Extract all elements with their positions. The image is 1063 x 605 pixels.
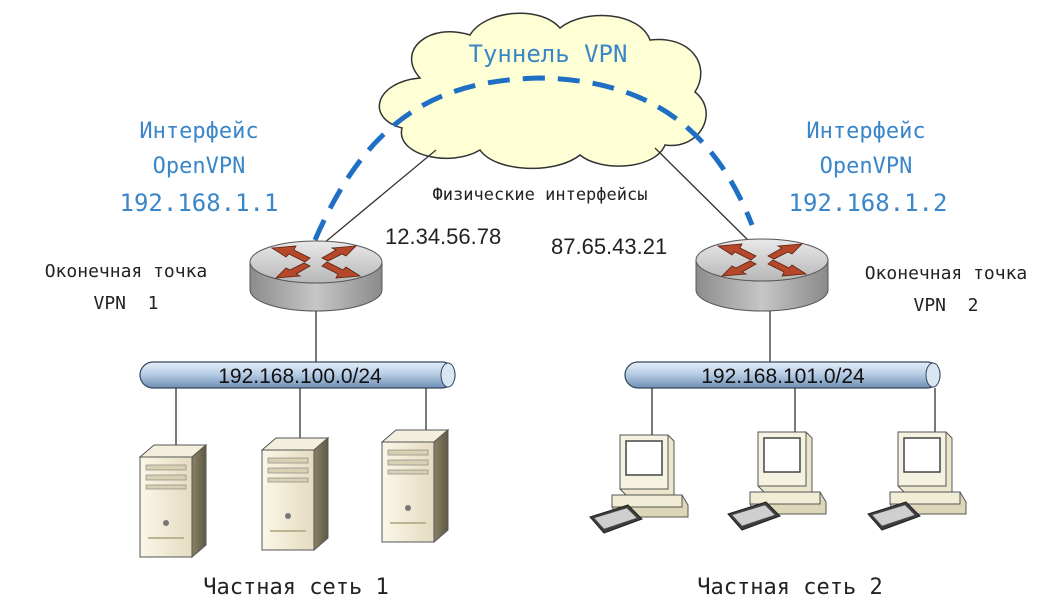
server-host (260, 436, 330, 552)
subnet-pipe-1 (139, 361, 456, 389)
workstation-host (867, 431, 967, 531)
iface1-title-line2: OpenVPN (153, 154, 246, 179)
iface2-title-line1: Интерфейс (806, 119, 925, 144)
iface1-title-line1: Интерфейс (139, 119, 258, 144)
router-endpoint-2 (695, 238, 829, 312)
server-host (380, 428, 450, 544)
workstation-host (589, 434, 689, 534)
vpn-tunnel-arc (312, 75, 755, 241)
subnet1-label: 192.168.100.0/24 (218, 365, 382, 388)
physical-link-left (317, 149, 437, 249)
network2-label: Частная сеть 2 (697, 575, 882, 600)
physical-ip-right: 87.65.43.21 (551, 234, 667, 259)
tunnel-label: Туннель VPN (469, 40, 628, 68)
subnet2-label: 192.168.101.0/24 (701, 365, 865, 388)
iface1-ip: 192.168.1.1 (120, 189, 279, 217)
subnet-pipe-2 (624, 361, 941, 389)
endpoint1-name-line2: VPN 1 (93, 293, 158, 314)
server-host (138, 443, 208, 559)
iface2-ip: 192.168.1.2 (789, 189, 948, 217)
physical-ip-left: 12.34.56.78 (385, 224, 501, 249)
endpoint2-name-line1: Оконечная точка (865, 263, 1028, 284)
workstation-host (727, 431, 827, 531)
physical-interfaces-label: Физические интерфейсы (433, 185, 648, 205)
router-endpoint-1 (249, 240, 383, 312)
endpoint2-name-line2: VPN 2 (913, 295, 978, 316)
physical-link-right (654, 147, 761, 253)
iface2-title-line2: OpenVPN (820, 154, 913, 179)
endpoint1-name-line1: Оконечная точка (45, 261, 208, 282)
network1-label: Частная сеть 1 (203, 575, 388, 600)
internet-cloud (378, 12, 707, 170)
drop-lines (175, 388, 936, 445)
